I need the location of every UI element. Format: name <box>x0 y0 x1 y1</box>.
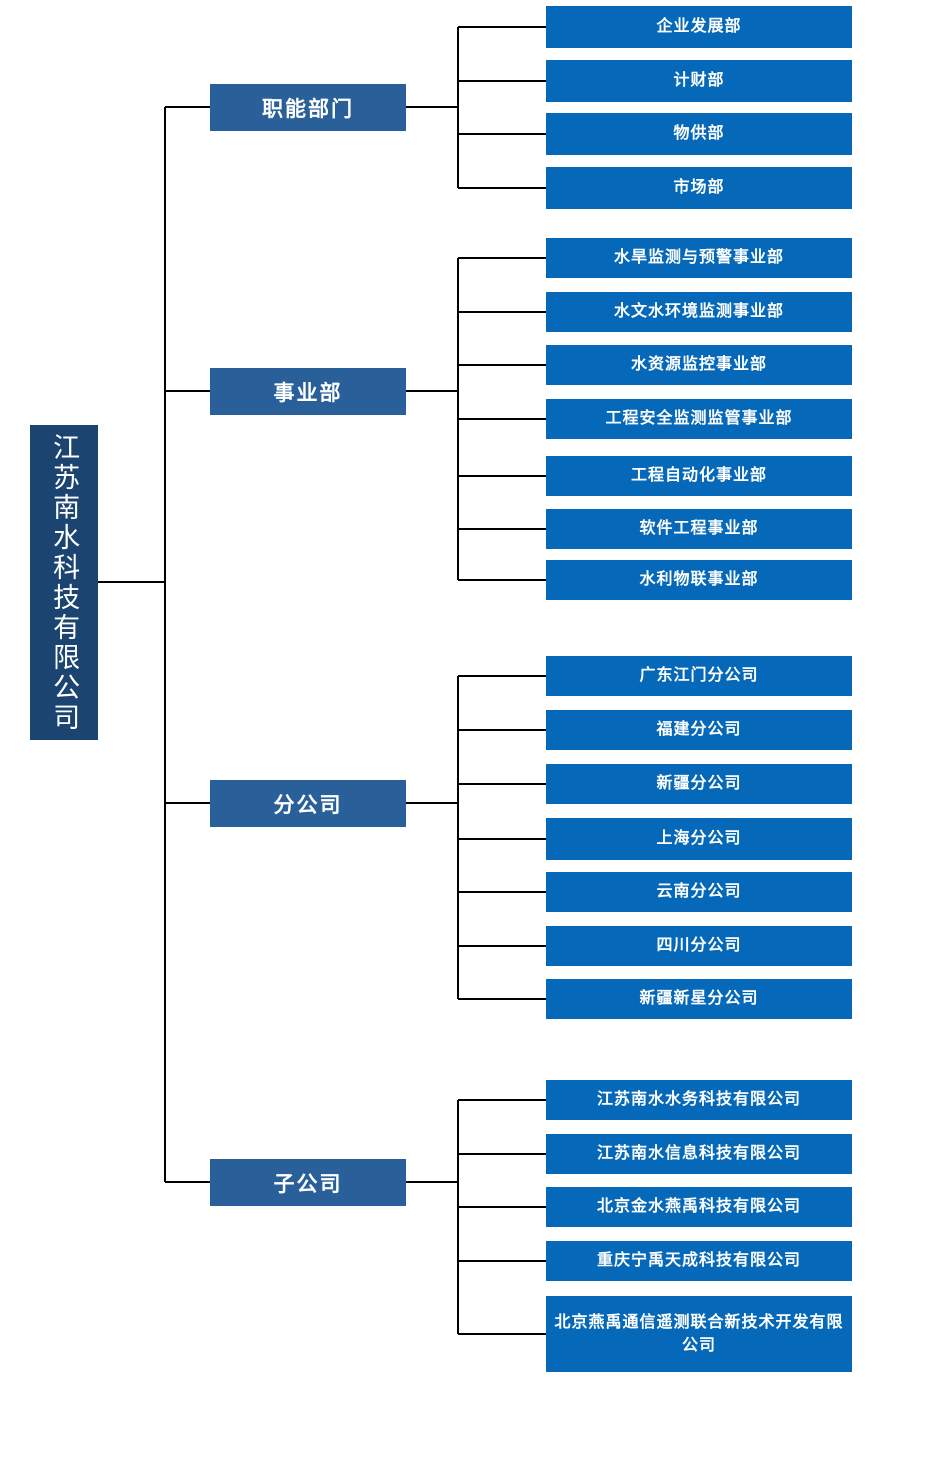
leaf-connector-2-1 <box>458 729 546 731</box>
root-stem-line <box>98 581 165 583</box>
leaf-connector-0-2 <box>458 133 546 135</box>
leaf-node-2-6[interactable]: 新疆新星分公司 <box>546 979 852 1019</box>
leaf-node-2-0[interactable]: 广东江门分公司 <box>546 656 852 696</box>
group-node-1[interactable]: 事业部 <box>210 368 406 415</box>
leaf-connector-2-0 <box>458 675 546 677</box>
leaf-connector-3-1 <box>458 1153 546 1155</box>
leaf-node-2-3[interactable]: 上海分公司 <box>546 818 852 860</box>
group-branch-line-3 <box>165 1181 210 1183</box>
root-node: 江苏南水科技有限公司 <box>30 425 98 740</box>
leaf-node-1-0[interactable]: 水旱监测与预警事业部 <box>546 238 852 278</box>
leaf-node-3-2[interactable]: 北京金水燕禹科技有限公司 <box>546 1187 852 1227</box>
leaf-node-0-2[interactable]: 物供部 <box>546 113 852 155</box>
leaf-connector-1-4 <box>458 475 546 477</box>
group-stem-line-0 <box>406 106 458 108</box>
leaf-connector-0-1 <box>458 80 546 82</box>
leaf-connector-3-0 <box>458 1099 546 1101</box>
leaf-node-3-4[interactable]: 北京燕禹通信遥测联合新技术开发有限公司 <box>546 1296 852 1372</box>
group-spine-line-2 <box>457 676 459 999</box>
group-branch-line-0 <box>165 106 210 108</box>
leaf-node-0-3[interactable]: 市场部 <box>546 167 852 209</box>
leaf-connector-2-2 <box>458 783 546 785</box>
leaf-node-1-2[interactable]: 水资源监控事业部 <box>546 345 852 385</box>
leaf-connector-0-0 <box>458 26 546 28</box>
leaf-node-2-1[interactable]: 福建分公司 <box>546 710 852 750</box>
leaf-connector-1-5 <box>458 528 546 530</box>
leaf-node-0-1[interactable]: 计财部 <box>546 60 852 102</box>
group-stem-line-1 <box>406 390 458 392</box>
group-branch-line-1 <box>165 390 210 392</box>
leaf-node-2-2[interactable]: 新疆分公司 <box>546 764 852 804</box>
leaf-connector-3-4 <box>458 1333 546 1335</box>
group-stem-line-2 <box>406 802 458 804</box>
leaf-node-1-3[interactable]: 工程安全监测监管事业部 <box>546 399 852 439</box>
root-node-label: 江苏南水科技有限公司 <box>49 432 80 733</box>
leaf-node-1-5[interactable]: 软件工程事业部 <box>546 509 852 549</box>
main-trunk-line <box>164 107 166 1182</box>
leaf-connector-0-3 <box>458 187 546 189</box>
leaf-connector-2-5 <box>458 945 546 947</box>
leaf-node-0-0[interactable]: 企业发展部 <box>546 6 852 48</box>
leaf-connector-1-2 <box>458 364 546 366</box>
leaf-connector-1-3 <box>458 418 546 420</box>
leaf-node-2-5[interactable]: 四川分公司 <box>546 926 852 966</box>
leaf-connector-3-2 <box>458 1206 546 1208</box>
leaf-connector-1-0 <box>458 257 546 259</box>
leaf-node-1-6[interactable]: 水利物联事业部 <box>546 560 852 600</box>
leaf-node-1-4[interactable]: 工程自动化事业部 <box>546 456 852 496</box>
group-node-0[interactable]: 职能部门 <box>210 84 406 131</box>
group-node-2[interactable]: 分公司 <box>210 780 406 827</box>
group-spine-line-0 <box>457 27 459 188</box>
leaf-node-3-0[interactable]: 江苏南水水务科技有限公司 <box>546 1080 852 1120</box>
group-node-3[interactable]: 子公司 <box>210 1159 406 1206</box>
leaf-node-3-3[interactable]: 重庆宁禹天成科技有限公司 <box>546 1241 852 1281</box>
group-spine-line-3 <box>457 1100 459 1334</box>
leaf-connector-1-1 <box>458 311 546 313</box>
leaf-node-3-1[interactable]: 江苏南水信息科技有限公司 <box>546 1134 852 1174</box>
leaf-connector-1-6 <box>458 579 546 581</box>
group-stem-line-3 <box>406 1181 458 1183</box>
leaf-node-2-4[interactable]: 云南分公司 <box>546 872 852 912</box>
group-branch-line-2 <box>165 802 210 804</box>
leaf-connector-3-3 <box>458 1260 546 1262</box>
leaf-connector-2-4 <box>458 891 546 893</box>
leaf-connector-2-3 <box>458 838 546 840</box>
leaf-connector-2-6 <box>458 998 546 1000</box>
leaf-node-1-1[interactable]: 水文水环境监测事业部 <box>546 292 852 332</box>
